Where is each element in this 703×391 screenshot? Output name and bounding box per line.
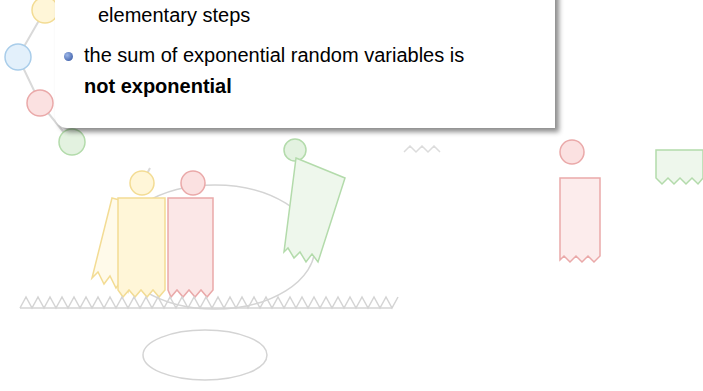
bead xyxy=(130,171,154,195)
leg xyxy=(656,150,703,184)
track-rack xyxy=(20,297,398,308)
bullet-dot xyxy=(64,52,73,61)
leg xyxy=(560,178,600,262)
leg xyxy=(284,158,345,262)
track-base xyxy=(20,307,392,309)
leg xyxy=(168,198,213,297)
bead xyxy=(27,90,53,116)
bead xyxy=(560,140,584,164)
body-text: not exponential xyxy=(84,71,543,102)
callout-box: elementary steps the sum of exponential r… xyxy=(55,0,555,128)
bead xyxy=(5,44,31,70)
anchor-body xyxy=(143,330,267,380)
leg-fragment xyxy=(404,146,440,152)
bead xyxy=(284,139,306,161)
bead xyxy=(181,171,205,195)
bullet-text: the sum of exponential random variables … xyxy=(84,40,543,71)
bead xyxy=(59,129,85,155)
body-text: elementary steps xyxy=(98,0,543,31)
legs xyxy=(92,146,703,297)
leg xyxy=(118,198,165,297)
